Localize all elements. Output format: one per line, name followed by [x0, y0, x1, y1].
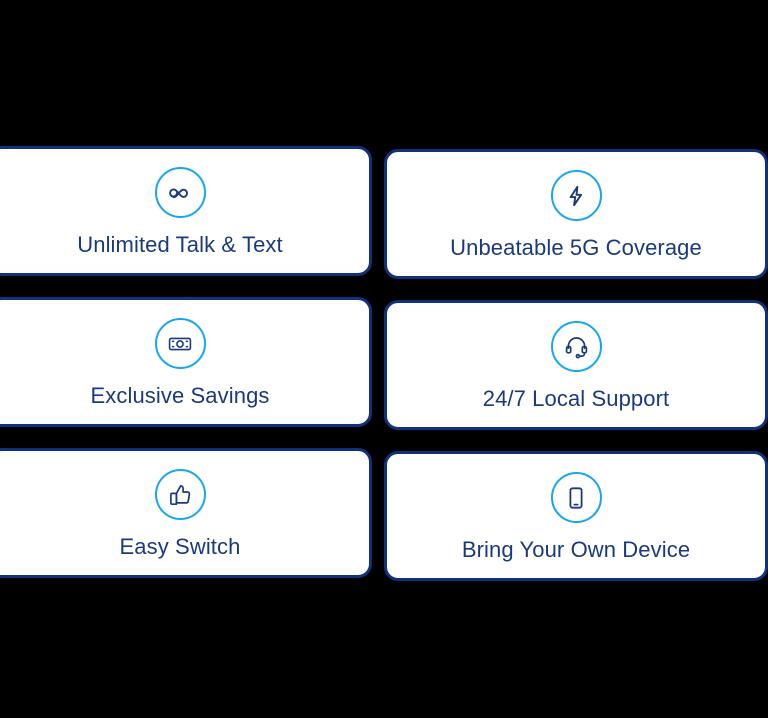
thumbs-up-icon: [154, 469, 206, 520]
feature-card-bring-your-own-device[interactable]: Bring Your Own Device: [384, 451, 768, 581]
feature-card-grid: Unlimited Talk & Text Unbeatable 5G Cove…: [0, 146, 768, 581]
lightning-bolt-icon: [550, 170, 602, 221]
feature-card-label: Easy Switch: [119, 534, 241, 559]
banknote-icon: [154, 318, 206, 369]
feature-card-unlimited-talk-text[interactable]: Unlimited Talk & Text: [0, 146, 372, 276]
feature-card-label: Bring Your Own Device: [461, 537, 691, 562]
feature-card-local-support[interactable]: 24/7 Local Support: [384, 300, 768, 430]
infinity-icon: [154, 167, 206, 218]
feature-card-exclusive-savings[interactable]: Exclusive Savings: [0, 297, 372, 427]
feature-card-easy-switch[interactable]: Easy Switch: [0, 448, 372, 578]
feature-card-label: Exclusive Savings: [90, 383, 270, 408]
feature-card-label: 24/7 Local Support: [482, 386, 670, 411]
feature-card-label: Unbeatable 5G Coverage: [450, 235, 702, 260]
smartphone-icon: [550, 472, 602, 523]
feature-card-label: Unlimited Talk & Text: [77, 232, 283, 257]
headset-icon: [550, 321, 602, 372]
feature-card-unbeatable-5g-coverage[interactable]: Unbeatable 5G Coverage: [384, 149, 768, 279]
